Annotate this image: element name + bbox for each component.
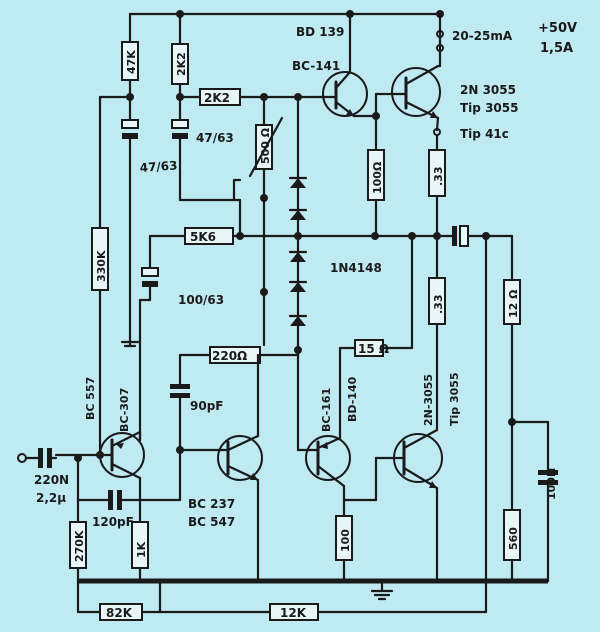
- label-cap-120pf: 120pF: [92, 515, 134, 529]
- label-r2k2-v: 2K2: [175, 52, 188, 76]
- label-r560: 560: [507, 527, 520, 550]
- label-bd140: BD-140: [346, 376, 359, 422]
- ground-symbol: [370, 579, 394, 601]
- label-r330k: 330K: [95, 250, 108, 282]
- label-bc307: BC-307: [118, 388, 131, 432]
- label-supply-voltage: +50V: [538, 21, 577, 36]
- label-r1k: 1K: [135, 541, 148, 558]
- label-bias: 20-25mA: [452, 29, 513, 43]
- label-cap-2u2: 2,2μ: [36, 491, 66, 505]
- label-cap-47-63-right: 47/63: [196, 131, 234, 145]
- label-tip3055-bottom: Tip 3055: [448, 372, 461, 426]
- label-r2k2-h: 2K2: [204, 91, 230, 105]
- label-cap-90pf: 90pF: [190, 399, 224, 413]
- label-bd139: BD 139: [296, 25, 344, 39]
- label-1n4148: 1N4148: [330, 261, 382, 275]
- label-r12ohm: 12 Ω: [507, 289, 520, 318]
- label-r100-top: 100Ω: [371, 161, 384, 194]
- label-bc237: BC 237: [188, 497, 235, 511]
- label-r270k: 270K: [73, 530, 86, 562]
- label-bc161: BC-161: [320, 388, 333, 432]
- transistor-top-driver: [322, 71, 368, 117]
- label-tip41c: Tip 41c: [460, 127, 509, 141]
- transistor-vas: [217, 435, 263, 481]
- label-r15: 15 Ω: [358, 342, 389, 356]
- label-2n3055-top: 2N 3055: [460, 83, 516, 97]
- label-cap-100-63: 100/63: [178, 293, 224, 307]
- label-r12k: 12K: [280, 606, 307, 620]
- label-r100-bottom: 100: [339, 529, 352, 552]
- label-2n3055-bottom: 2N-3055: [422, 374, 435, 426]
- label-r82k: 82K: [106, 606, 133, 620]
- label-bc141: BC-141: [292, 59, 340, 73]
- label-tip3055-top: Tip 3055: [460, 101, 518, 115]
- label-cap-220n: 220N: [34, 473, 69, 487]
- transistor-bottom-power: [393, 433, 443, 483]
- label-r500: 500 Ω: [259, 127, 272, 164]
- label-r220: 220Ω: [212, 349, 247, 363]
- transistor-top-power: [391, 67, 441, 117]
- label-cap-100n: 100N: [545, 468, 558, 500]
- transistor-bottom-driver: [305, 435, 351, 481]
- label-r5k6: 5K6: [190, 230, 216, 244]
- label-cap-47-63-left: 47/63: [139, 158, 178, 175]
- label-bc557: BC 557: [84, 377, 97, 420]
- label-r47k: 47K: [125, 50, 138, 74]
- label-bc547: BC 547: [188, 515, 235, 529]
- input-jack: [17, 453, 27, 463]
- label-r033-bottom: .33: [432, 295, 445, 315]
- label-supply-current: 1,5A: [540, 41, 573, 56]
- label-r033-top: .33: [432, 167, 445, 187]
